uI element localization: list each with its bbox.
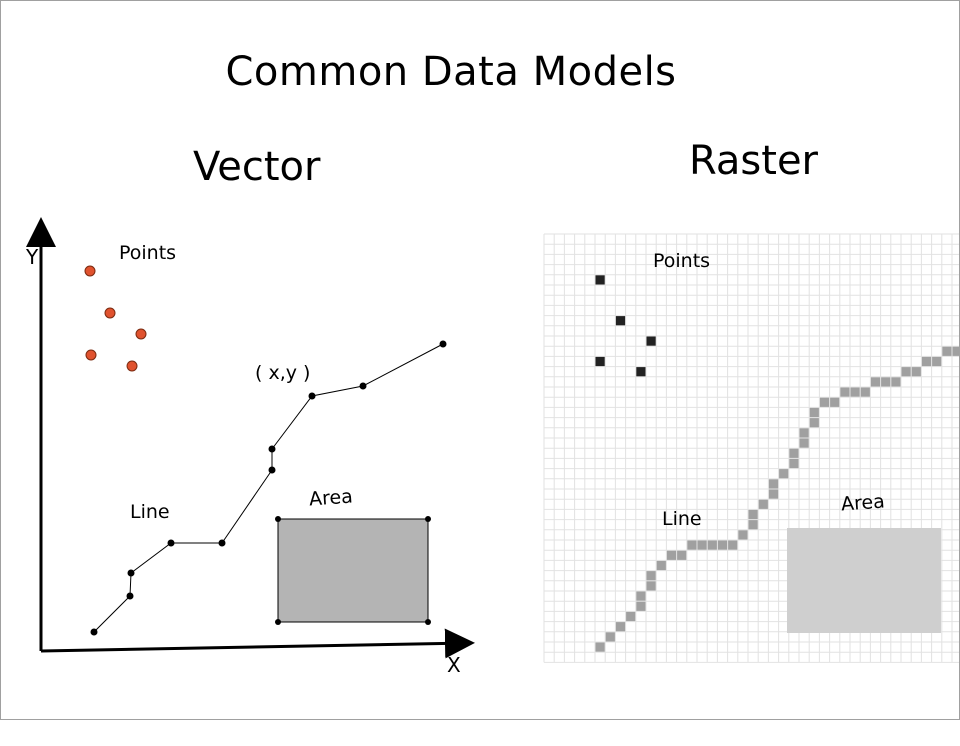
vector-line-vertex — [268, 445, 276, 453]
vector-line-vertex — [126, 592, 134, 600]
raster-line-cell — [717, 540, 728, 550]
slide: Common Data Models Vector Raster Y X Poi… — [0, 0, 960, 720]
raster-area — [787, 528, 941, 633]
raster-line-cell — [850, 387, 860, 397]
raster-line-cell — [789, 448, 799, 458]
vector-line — [93, 343, 444, 633]
raster-line-cell — [646, 581, 656, 591]
vector-line-vertex — [218, 539, 226, 547]
raster-line-cell — [687, 540, 697, 550]
raster-line-cell — [748, 520, 758, 530]
vector-point — [85, 349, 97, 361]
y-axis-label: Y — [26, 245, 39, 269]
raster-line-cell — [942, 346, 952, 356]
raster-line-cell — [891, 377, 901, 387]
raster-line-cell — [779, 469, 789, 479]
vector-points-label: Points — [119, 242, 177, 264]
raster-point — [636, 367, 646, 377]
raster-line-cell — [768, 479, 779, 489]
vector-area-vertex — [425, 516, 431, 522]
raster-point — [646, 336, 656, 346]
vector-area-vertex — [275, 619, 281, 625]
raster-point — [595, 356, 605, 367]
vector-area-vertex — [425, 619, 431, 625]
raster-point — [595, 275, 605, 285]
raster-line-cell — [636, 591, 646, 601]
raster-heading: Raster — [689, 138, 819, 184]
raster-line-cell — [615, 622, 626, 632]
raster-line-cell — [738, 530, 748, 540]
raster-line-cell — [809, 407, 819, 418]
vector-line-vertex — [439, 340, 447, 348]
x-axis-label: X — [447, 653, 461, 677]
raster-point — [615, 316, 626, 326]
raster-line-cell — [819, 397, 830, 407]
vector-point — [126, 360, 138, 372]
vector-line-vertex — [90, 628, 98, 636]
raster-line-label: Line — [662, 508, 702, 530]
raster-line-cell — [605, 632, 615, 642]
raster-line-cell — [840, 387, 850, 397]
vector-line-vertex — [268, 466, 276, 474]
vector-point — [104, 307, 116, 319]
raster-line-cell — [728, 540, 738, 550]
vector-heading: Vector — [193, 144, 321, 190]
raster-line-cell — [677, 550, 687, 560]
raster-line-cell — [768, 489, 779, 499]
raster-line-cell — [799, 428, 809, 438]
raster-line-cell — [952, 346, 959, 356]
raster-line-cell — [646, 571, 656, 581]
raster-line-cell — [697, 540, 707, 550]
raster-line-cell — [799, 438, 809, 448]
raster-line-cell — [789, 458, 799, 469]
raster-line-cell — [595, 642, 605, 652]
vector-area-label: Area — [308, 485, 354, 511]
raster-line-cell — [636, 601, 646, 611]
raster-line-cell — [870, 377, 881, 387]
vector-area-vertex — [275, 516, 281, 522]
slide-title: Common Data Models — [225, 49, 677, 95]
raster-diagram — [543, 233, 959, 663]
x-axis — [40, 628, 475, 659]
vector-area — [277, 518, 429, 623]
vector-point — [135, 328, 147, 340]
raster-line-cell — [932, 356, 942, 367]
vector-point — [84, 265, 96, 277]
raster-line-cell — [860, 387, 870, 397]
vector-diagram — [26, 217, 475, 659]
vector-line-vertex — [167, 539, 175, 547]
raster-line-cell — [901, 367, 911, 377]
vector-line-label: Line — [130, 501, 170, 523]
vector-line-vertex — [127, 569, 135, 577]
raster-line-cell — [666, 550, 677, 560]
raster-line-cell — [830, 397, 840, 407]
raster-line-cell — [656, 560, 666, 571]
raster-line-cell — [748, 509, 758, 520]
raster-line-cell — [707, 540, 717, 550]
raster-line-cell — [758, 499, 768, 509]
raster-points-label: Points — [653, 250, 711, 272]
raster-line-cell — [809, 418, 819, 428]
raster-line-cell — [881, 377, 891, 387]
vector-line-vertex — [359, 382, 367, 390]
vector-line-vertex — [308, 392, 316, 400]
raster-line-cell — [921, 356, 932, 367]
raster-line-cell — [911, 367, 921, 377]
raster-area-label: Area — [840, 490, 886, 516]
raster-line-cell — [626, 611, 636, 622]
vector-coord-label: ( x,y ) — [255, 362, 311, 384]
